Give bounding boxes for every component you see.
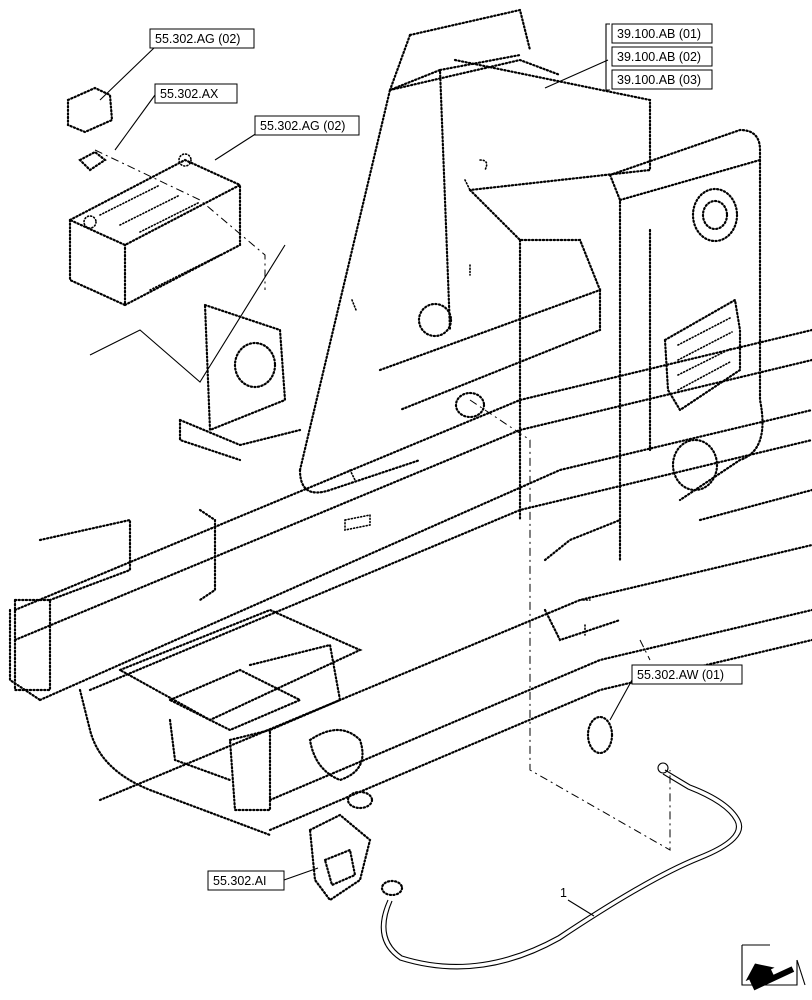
- item-number-label: 1: [560, 886, 567, 900]
- callout-frame-group: 39.100.AB (01) 39.100.AB (02) 39.100.AB …: [605, 23, 713, 91]
- view-arrow-icon[interactable]: [741, 944, 806, 992]
- svg-text:39.100.AB (02): 39.100.AB (02): [617, 50, 701, 64]
- callout-switch[interactable]: 55.302.AI: [207, 870, 285, 891]
- callout-battery[interactable]: 55.302.AG (02): [254, 115, 360, 136]
- svg-text:55.302.AI: 55.302.AI: [213, 874, 267, 888]
- machine-frame: [8, 8, 812, 837]
- ground-cable: [380, 715, 743, 970]
- callout-ground-strap[interactable]: 55.302.AW (01): [631, 664, 743, 685]
- center-lines: [94, 149, 671, 851]
- callout-frame-3[interactable]: 39.100.AB (03): [611, 69, 713, 90]
- svg-text:55.302.AW (01): 55.302.AW (01): [637, 668, 724, 682]
- disconnect-switch: [308, 790, 404, 902]
- callout-frame-1[interactable]: 39.100.AB (01): [611, 23, 713, 44]
- svg-text:55.302.AX: 55.302.AX: [160, 87, 219, 101]
- battery-assembly: [66, 86, 243, 307]
- svg-text:39.100.AB (03): 39.100.AB (03): [617, 73, 701, 87]
- callout-cable-clamp[interactable]: 55.302.AX: [154, 83, 238, 104]
- detail-break-lines: [89, 244, 286, 383]
- svg-text:55.302.AG (02): 55.302.AG (02): [155, 32, 240, 46]
- leader-lines: [99, 46, 633, 917]
- callout-frame-2[interactable]: 39.100.AB (02): [611, 46, 713, 67]
- callout-battery-cap[interactable]: 55.302.AG (02): [149, 28, 255, 49]
- svg-text:55.302.AG (02): 55.302.AG (02): [260, 119, 345, 133]
- svg-text:39.100.AB (01): 39.100.AB (01): [617, 27, 701, 41]
